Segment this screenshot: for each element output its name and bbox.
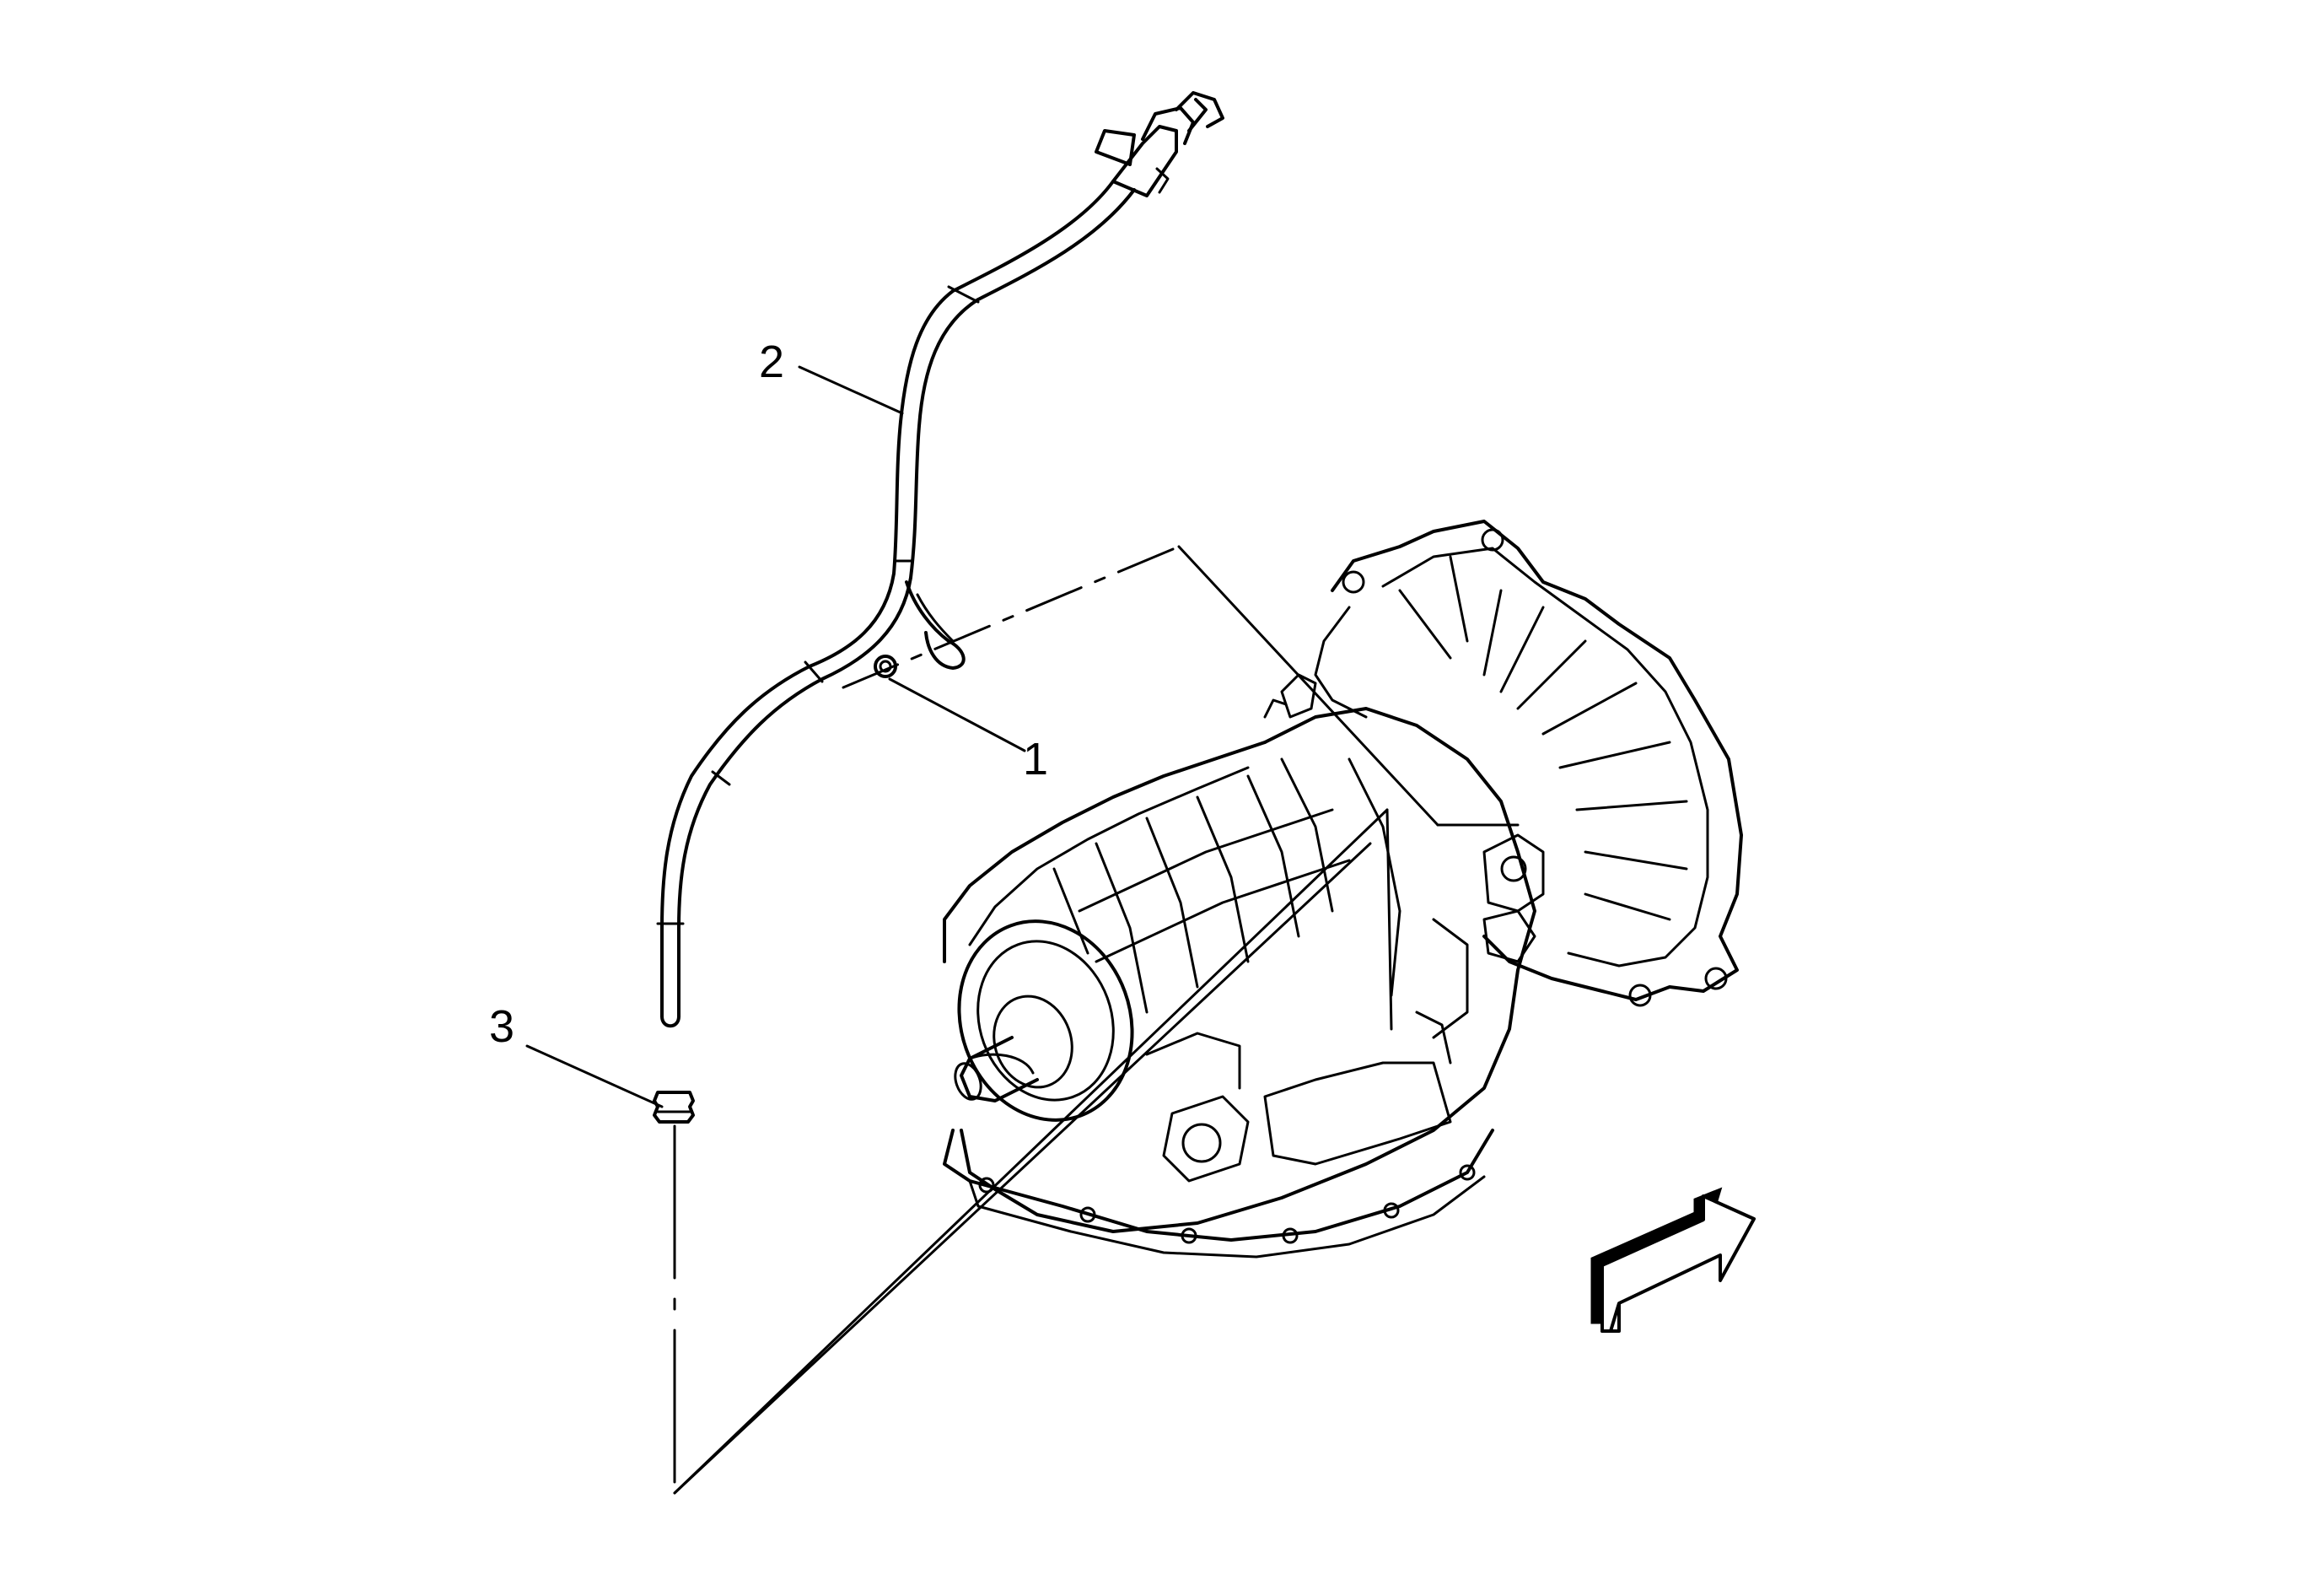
bolt-fastener — [653, 1091, 695, 1124]
leader-2 — [798, 365, 904, 415]
callout-3-label: 3 — [489, 1001, 515, 1052]
callout-1-label: 1 — [1023, 734, 1049, 784]
callout-leaders — [525, 365, 1026, 1108]
transmission-assembly — [943, 520, 1743, 1259]
callout-2-label: 2 — [759, 337, 785, 387]
dipstick-tube — [656, 91, 1224, 1028]
front-direction-arrow-icon — [1590, 1187, 1756, 1333]
alignment-lines — [673, 545, 1520, 1495]
pan-bolts — [978, 1164, 1476, 1244]
dipstick-handle — [1095, 91, 1224, 197]
leader-1 — [888, 677, 1026, 752]
leader-3 — [525, 1044, 664, 1108]
